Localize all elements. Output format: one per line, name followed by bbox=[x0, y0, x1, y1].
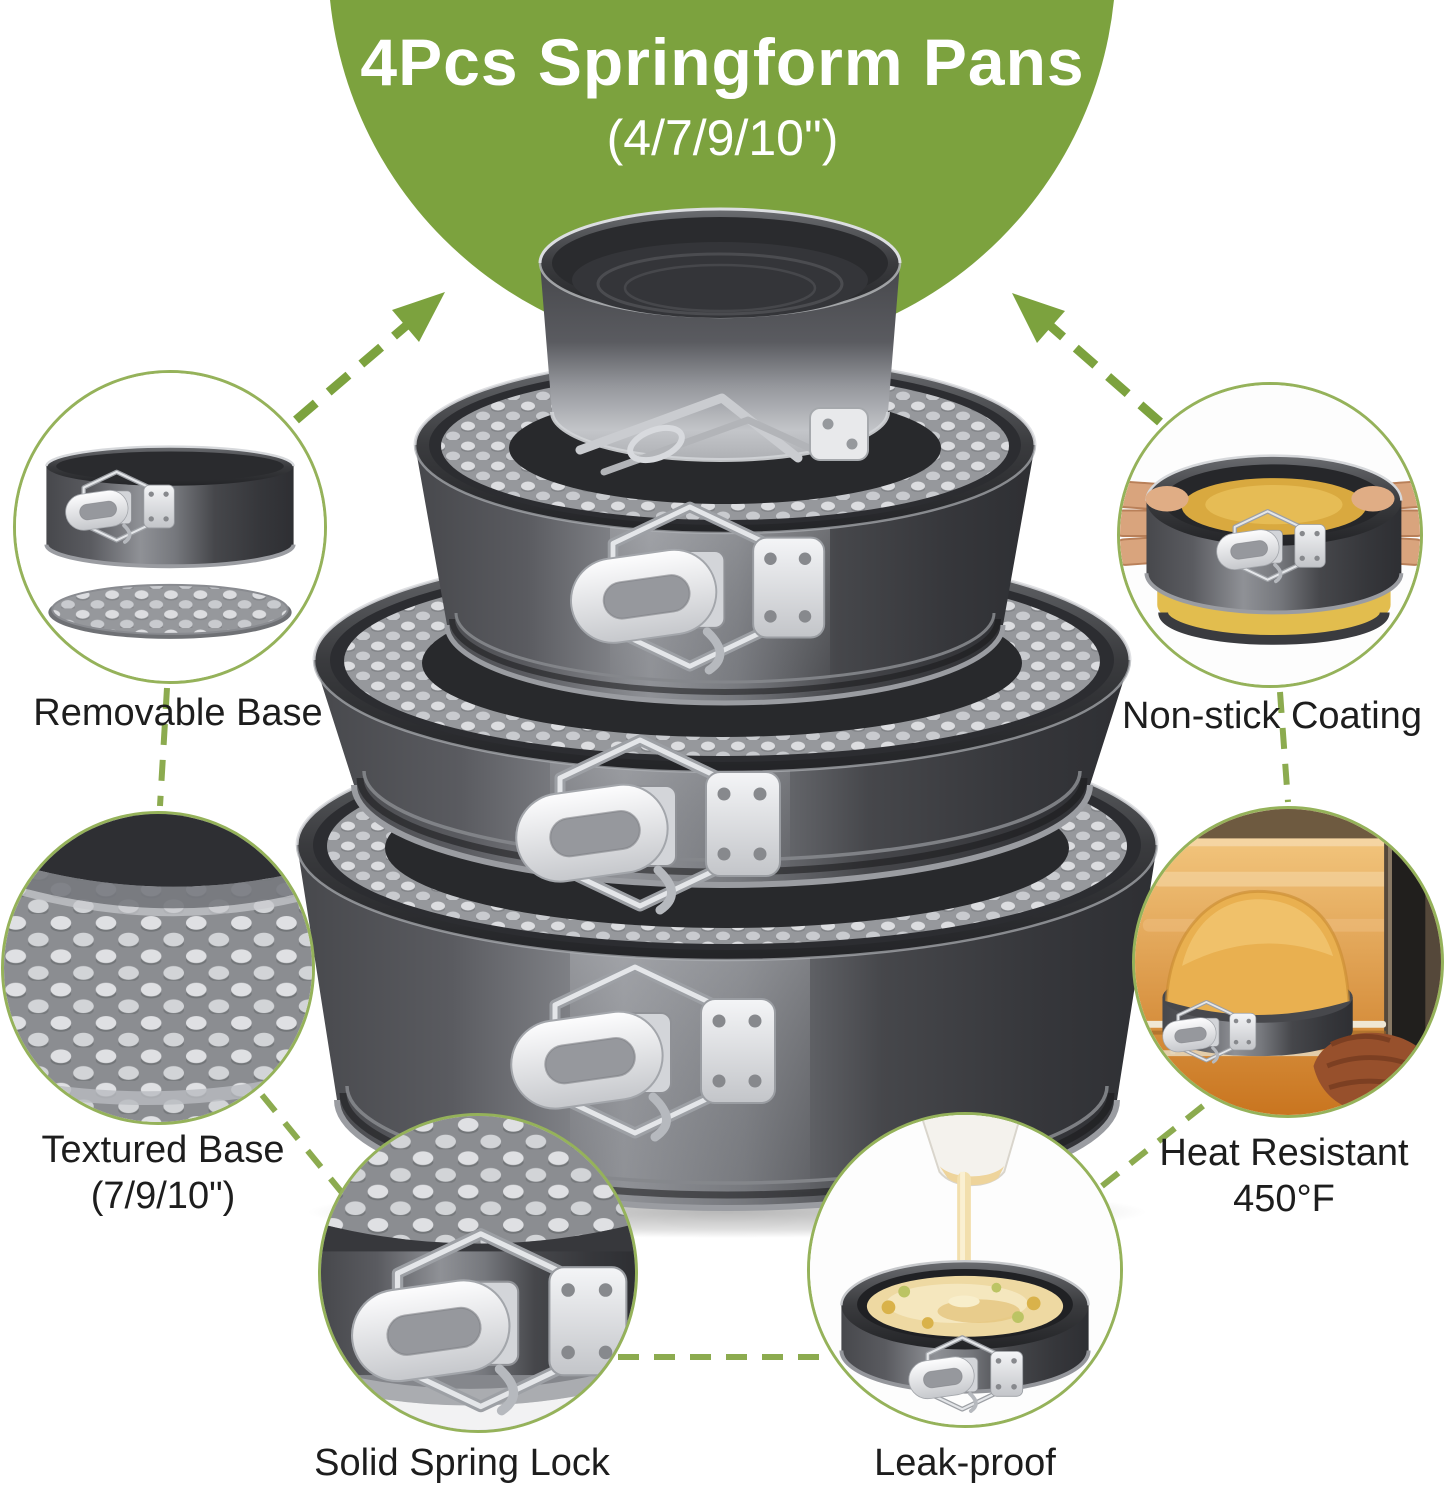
label-text: Solid Spring Lock bbox=[314, 1442, 610, 1484]
callout-non-stick-coating bbox=[1117, 382, 1423, 688]
callout-heat-resistant bbox=[1132, 806, 1444, 1118]
springform-pan-stack-photo bbox=[280, 200, 1170, 1260]
label-text-line2: 450°F bbox=[1233, 1177, 1335, 1220]
oven-photo bbox=[1135, 809, 1441, 1115]
label-text: Textured Base bbox=[41, 1129, 285, 1171]
label-text-line2: (7/9/10") bbox=[90, 1174, 236, 1217]
label-text: Removable Base bbox=[33, 692, 323, 734]
spring-lock-photo bbox=[321, 1116, 635, 1430]
textured-base-photo bbox=[4, 814, 312, 1122]
callout-label-solid-spring-lock: Solid Spring Lock bbox=[314, 1441, 610, 1487]
non-stick-photo bbox=[1120, 385, 1420, 685]
pan-4-inch bbox=[538, 207, 902, 472]
oven-mitt bbox=[1313, 1032, 1435, 1114]
label-text: Non-stick Coating bbox=[1122, 695, 1422, 737]
callout-label-textured-base: Textured Base (7/9/10") bbox=[42, 1128, 285, 1219]
leak-proof-photo bbox=[810, 1115, 1120, 1425]
callout-label-heat-resistant: Heat Resistant 450°F bbox=[1159, 1131, 1408, 1222]
callout-label-non-stick-coating: Non-stick Coating bbox=[1122, 694, 1422, 740]
product-subtitle: (4/7/9/10") bbox=[606, 109, 839, 166]
label-text: Leak-proof bbox=[874, 1442, 1056, 1484]
callout-label-leak-proof: Leak-proof bbox=[874, 1441, 1056, 1487]
removable-base-photo bbox=[16, 373, 324, 681]
header-banner: 4Pcs Springform Pans (4/7/9/10") bbox=[0, 26, 1445, 166]
product-title: 4Pcs Springform Pans bbox=[360, 25, 1085, 99]
callout-removable-base bbox=[13, 370, 327, 684]
callout-leak-proof bbox=[807, 1112, 1123, 1428]
callout-label-removable-base: Removable Base bbox=[33, 691, 322, 737]
callout-solid-spring-lock bbox=[318, 1113, 638, 1433]
fingertips bbox=[1145, 485, 1395, 512]
label-text: Heat Resistant bbox=[1159, 1132, 1409, 1174]
callout-textured-base bbox=[1, 811, 315, 1125]
